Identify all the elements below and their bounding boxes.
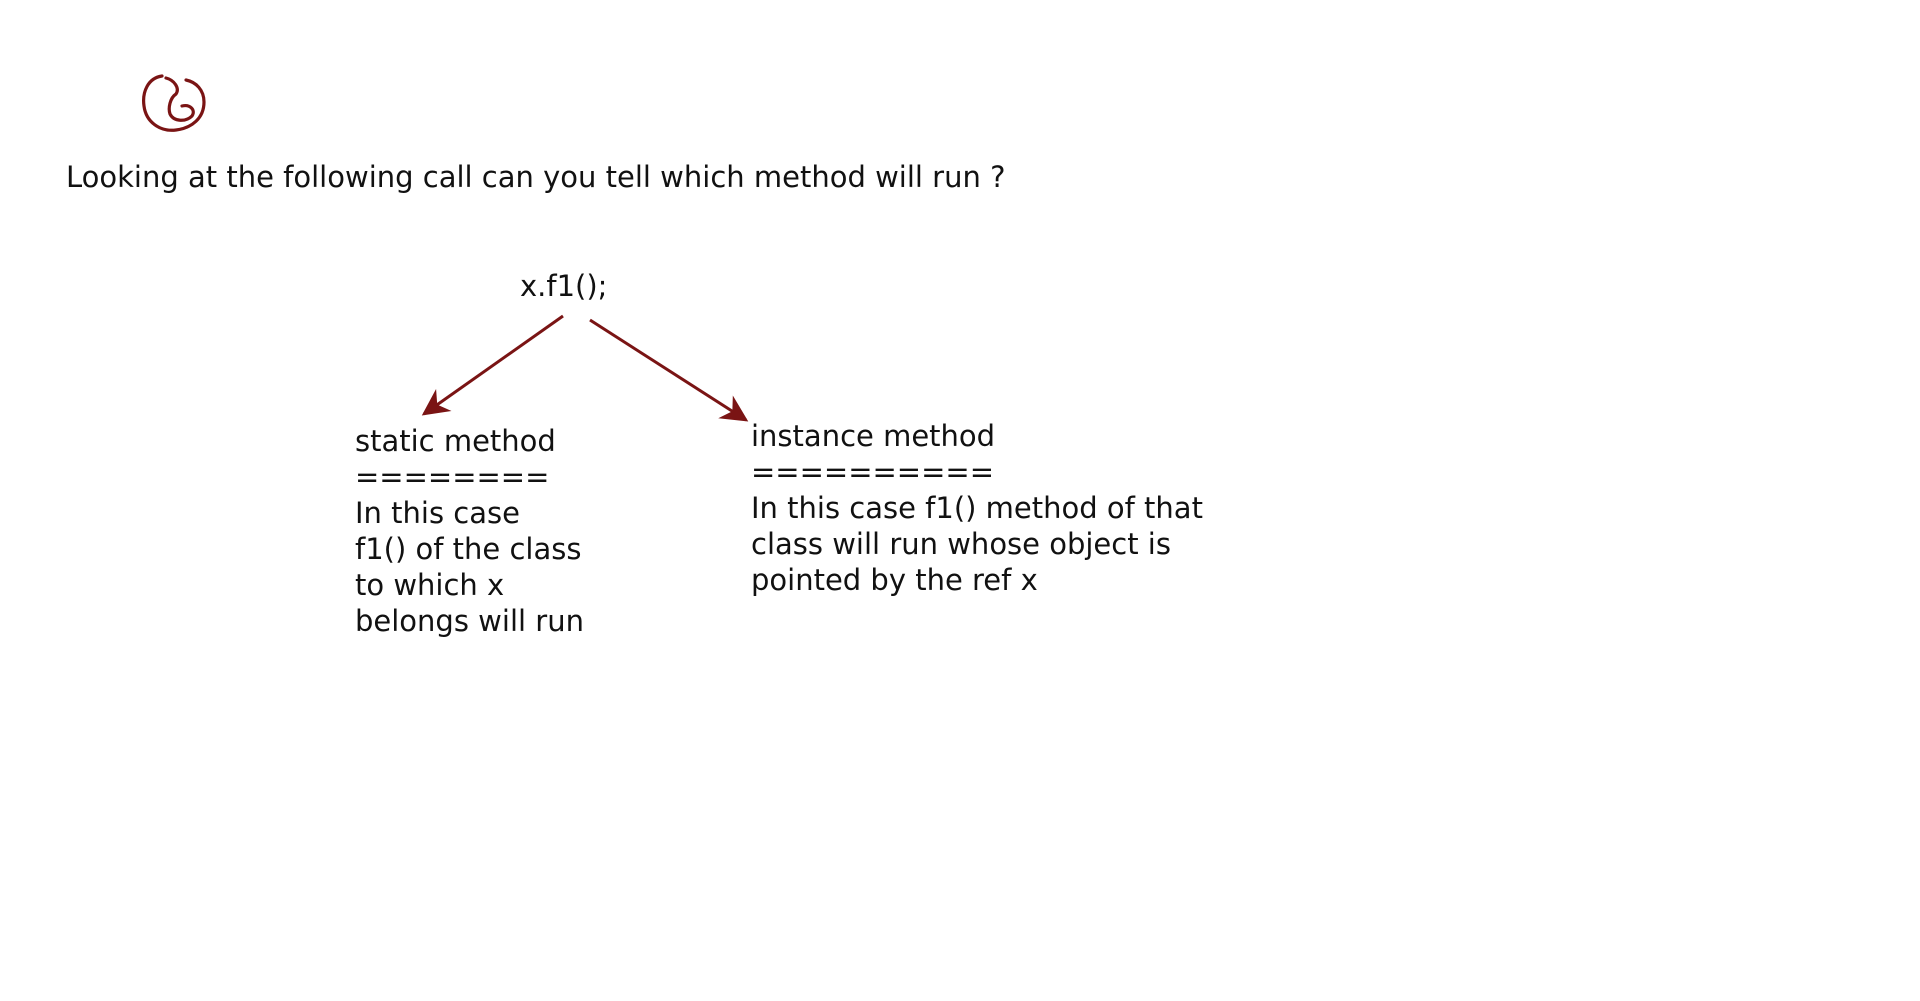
circle-stroke [142,74,206,132]
instance-line: class will run whose object is [751,527,1171,561]
handwritten-circle-mark [142,74,206,132]
static-title: static method [355,424,556,458]
instance-title: instance method [751,419,996,453]
instance-underline: ========== [751,455,994,489]
static-line: belongs will run [355,604,584,638]
instance-line: pointed by the ref x [751,563,1038,597]
static-underline: ======== [355,460,550,494]
question-text: Looking at the following call can you te… [66,160,1006,194]
arrow-to-static [421,314,564,416]
inner-stroke [164,76,195,122]
static-line: In this case [355,496,520,530]
instance-line: In this case f1() method of that [751,491,1203,525]
static-line: f1() of the class [355,532,582,566]
static-line: to which x [355,568,505,602]
call-expression: x.f1(); [520,269,608,303]
arrow-to-instance [589,318,749,422]
